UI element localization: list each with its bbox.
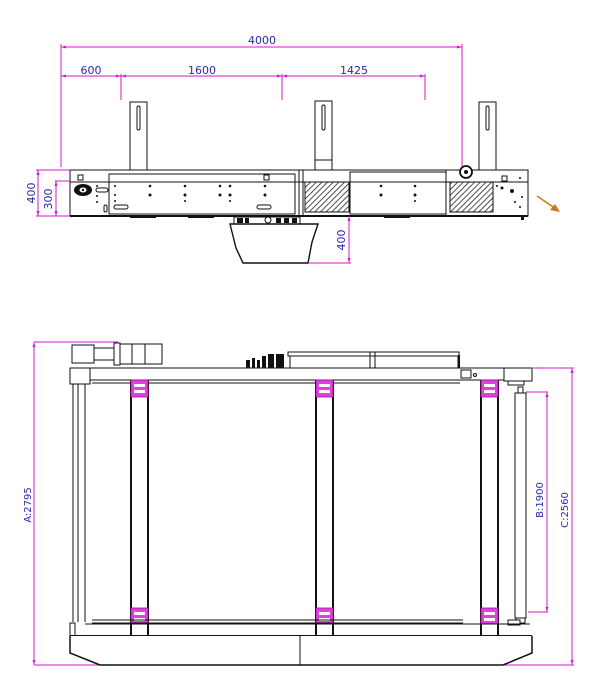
main-frame [69, 165, 529, 220]
dimension-segments: 600 1600 1425 [61, 64, 426, 100]
tension-roller [507, 386, 527, 626]
dimension-B: B:1900 [526, 391, 549, 613]
drive-unit [229, 216, 319, 264]
dimension-label-400-outer: 400 [25, 183, 38, 204]
front-view: A:2795 [23, 341, 574, 666]
front-frame-top [69, 351, 533, 386]
front-columns [130, 380, 499, 636]
dimension-label-A: A:2795 [23, 487, 34, 522]
support-posts [129, 100, 497, 179]
direction-arrow-icon [536, 195, 560, 212]
top-view: 4000 600 1600 1425 [25, 34, 560, 264]
dimension-A: A:2795 [23, 341, 118, 666]
dimension-overall-length: 4000 [60, 34, 463, 167]
dimension-label-400-drop: 400 [335, 230, 348, 251]
dimension-label-4000: 4000 [248, 34, 276, 47]
dimension-label-300: 300 [42, 189, 55, 210]
dimension-label-1425: 1425 [340, 64, 368, 77]
dimension-label-600: 600 [81, 64, 102, 77]
dimension-label-C: C:2560 [560, 492, 571, 528]
column-brackets [130, 379, 499, 625]
front-frame-left-edge [72, 384, 86, 622]
gearmotor [71, 342, 163, 366]
dimension-C: C:2560 [500, 367, 574, 666]
dimension-label-1600: 1600 [188, 64, 216, 77]
dimension-frame-height: 400 300 [25, 169, 70, 217]
front-frame-bottom [69, 619, 533, 666]
dimension-drive-drop: 400 [308, 216, 351, 264]
dimension-label-B: B:1900 [535, 482, 546, 518]
